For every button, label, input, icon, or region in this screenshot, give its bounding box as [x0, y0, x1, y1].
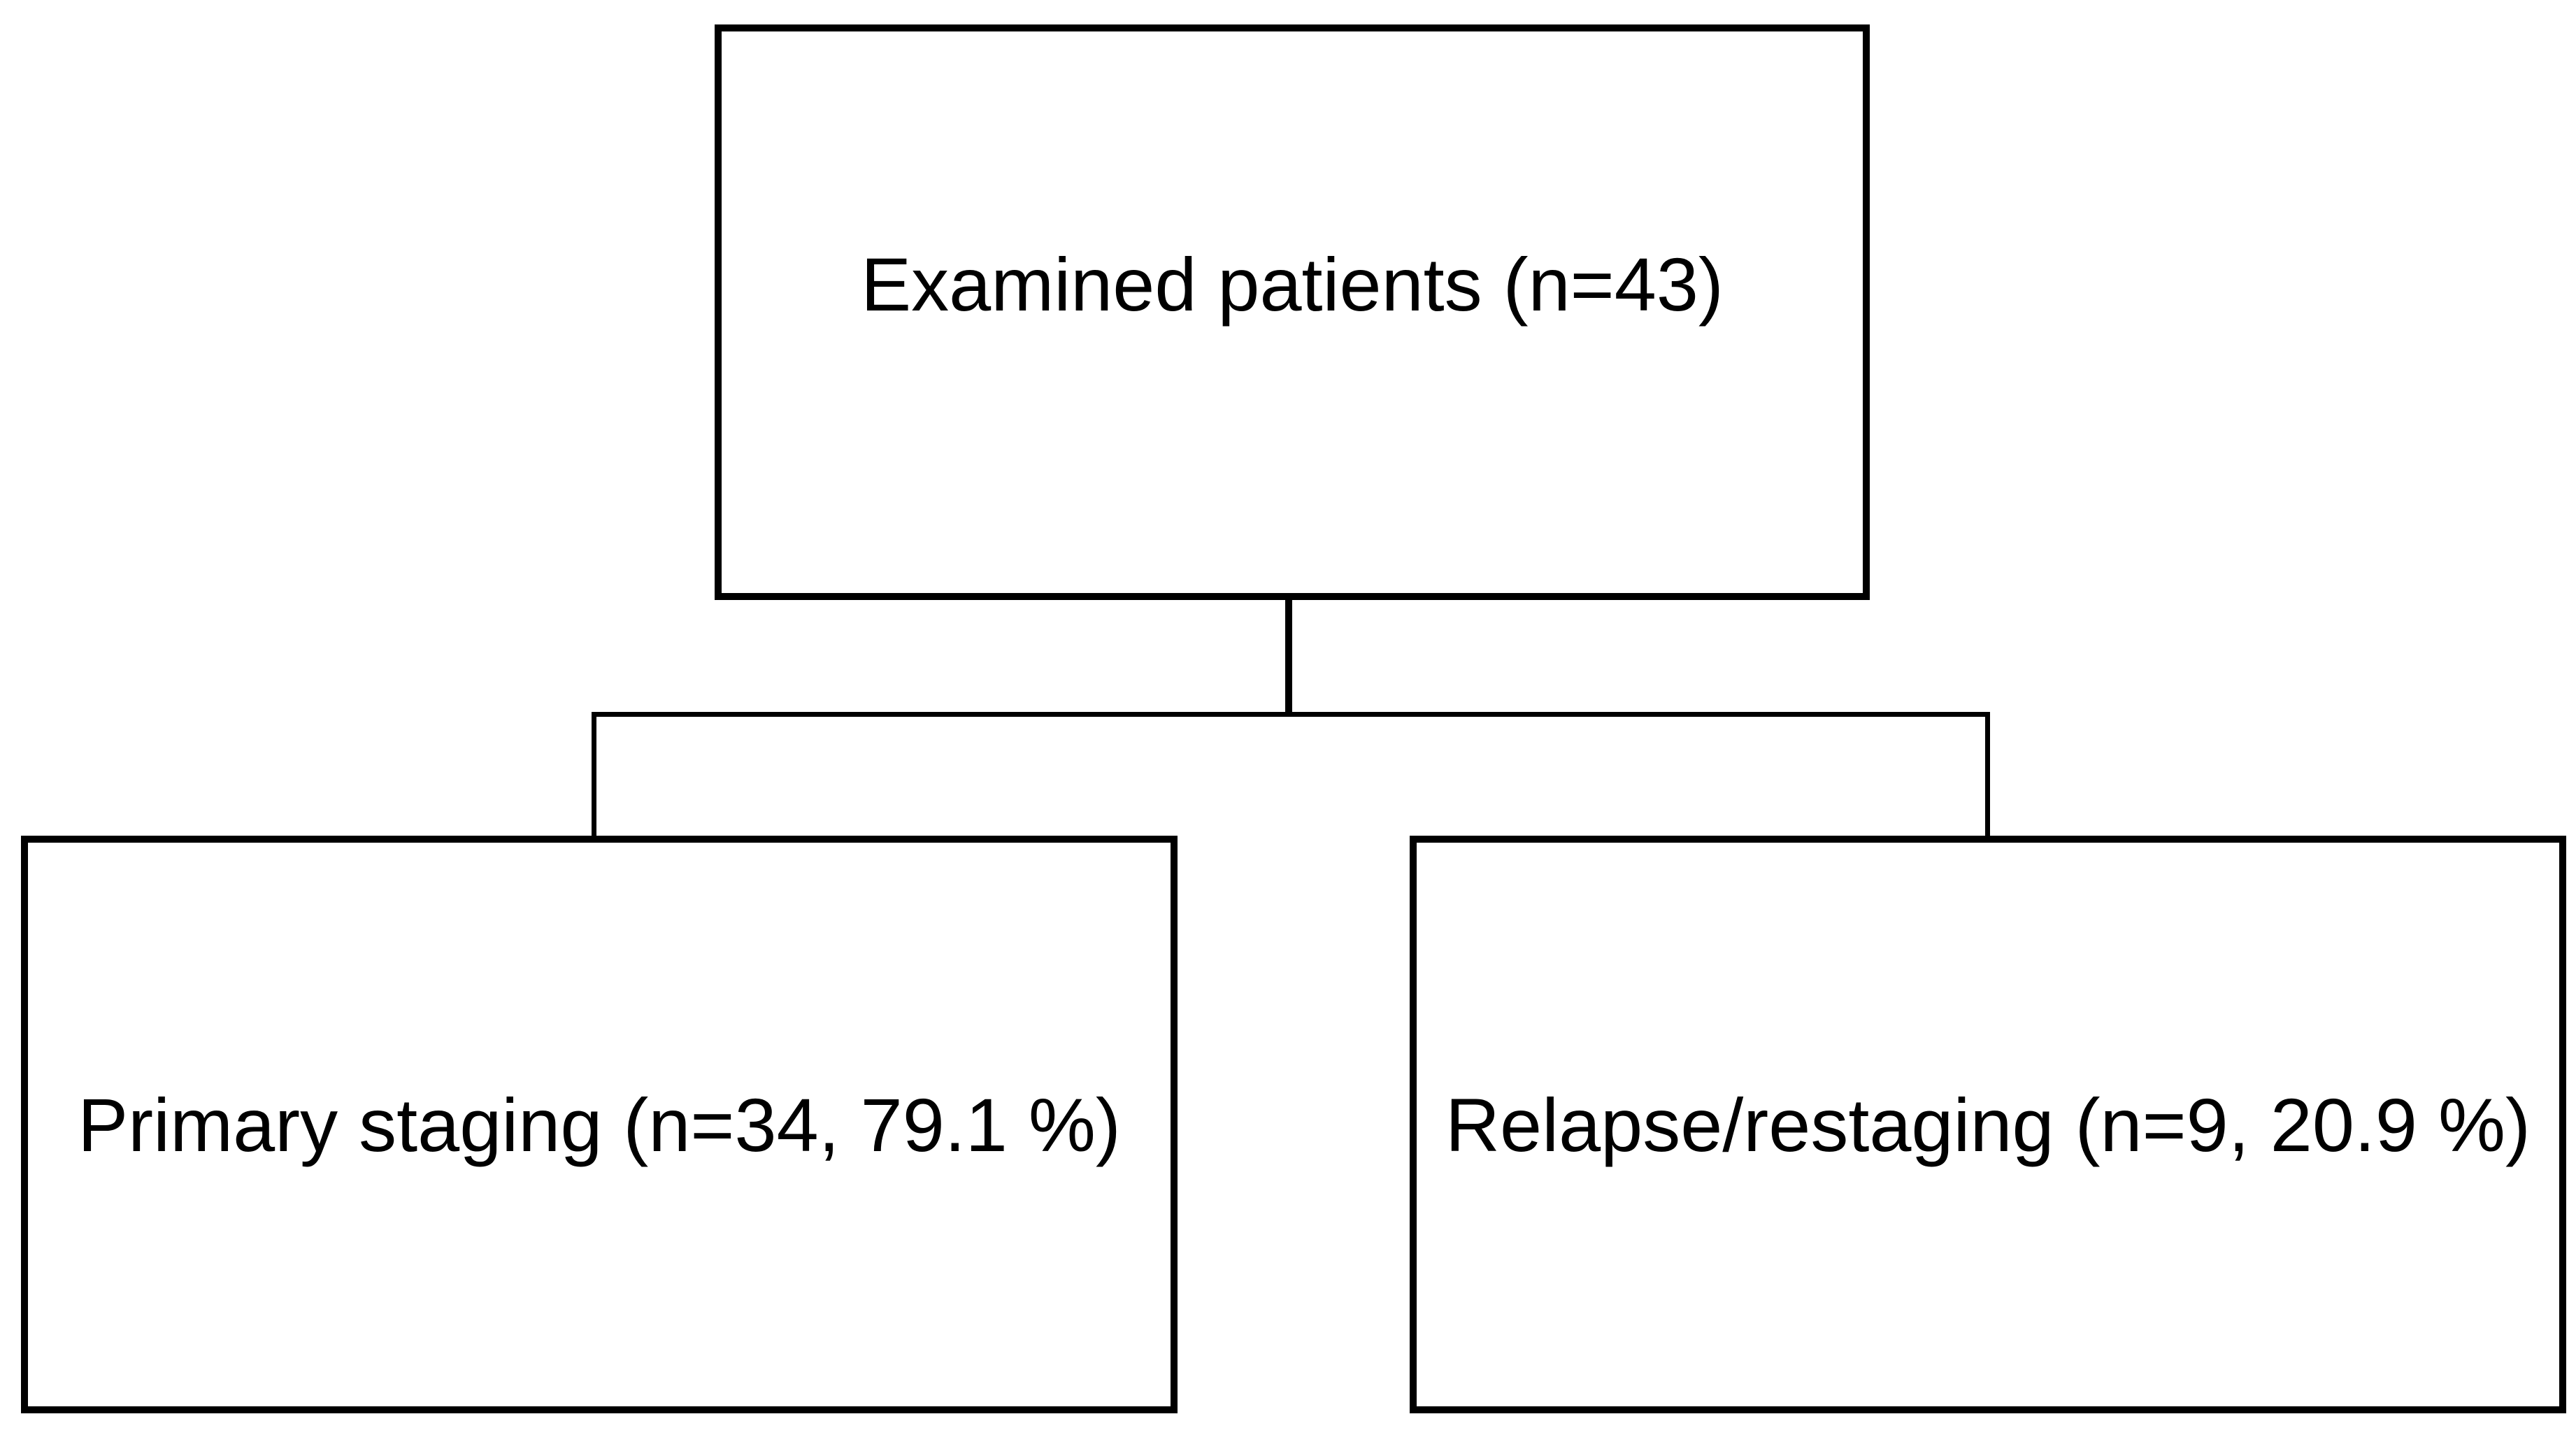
- connector-root-stem: [1285, 597, 1292, 715]
- child-node-box-primary-staging: Primary staging (n=34, 79.1 %): [21, 836, 1178, 1413]
- root-node-label: Examined patients (n=43): [861, 242, 1724, 327]
- connector-right-branch: [1985, 712, 1990, 839]
- connector-horizontal-bar: [592, 712, 1990, 717]
- root-node-box: Examined patients (n=43): [715, 24, 1870, 600]
- connector-left-branch: [592, 712, 596, 839]
- child-node-box-relapse-restaging: Relapse/restaging (n=9, 20.9 %): [1410, 836, 2566, 1413]
- child-node-label-primary-staging: Primary staging (n=34, 79.1 %): [78, 1082, 1121, 1167]
- child-node-label-relapse-restaging: Relapse/restaging (n=9, 20.9 %): [1445, 1082, 2531, 1167]
